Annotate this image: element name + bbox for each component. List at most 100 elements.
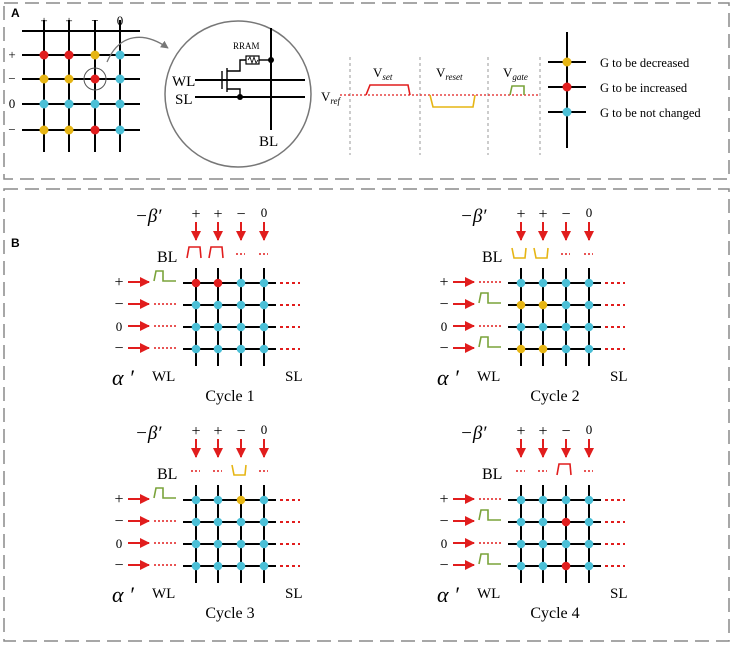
crossbar-node [39, 125, 49, 135]
column-sign: − [561, 206, 570, 223]
crossbar-node [584, 322, 594, 332]
bl-label: BL [482, 249, 502, 266]
row-sign: + [114, 274, 123, 291]
set-pulse [186, 246, 202, 259]
column-sign: + [538, 206, 547, 223]
crossbar-node [191, 517, 201, 527]
crossbar-node [538, 322, 548, 332]
row-sign: − [8, 122, 15, 137]
column-sign: + [65, 13, 72, 28]
crossbar-node [64, 74, 74, 84]
column-sign: − [91, 13, 98, 28]
zoom-connector [106, 36, 169, 63]
wl-label: WL [477, 369, 500, 385]
crossbar-node [516, 561, 526, 571]
cell-bl-label: BL [259, 134, 278, 150]
crossbar-node [259, 344, 269, 354]
row-sign: − [114, 340, 123, 357]
gate-pulse [478, 509, 501, 521]
crossbar-node [516, 539, 526, 549]
crossbar-node [213, 561, 223, 571]
crossbar-node [191, 561, 201, 571]
crossbar-node [538, 561, 548, 571]
gate-pulse [153, 487, 176, 499]
alpha-label: α ′ [437, 365, 460, 390]
crossbar-node [516, 278, 526, 288]
vref-label: V [321, 89, 331, 104]
vreset-label: V [436, 65, 446, 80]
crossbar-node [584, 344, 594, 354]
cycle-title: Cycle 1 [205, 388, 254, 405]
crossbar-node [259, 495, 269, 505]
reset-pulse [533, 247, 549, 259]
vreset-pulse [429, 94, 476, 108]
column-sign: + [213, 423, 222, 440]
crossbar-node [115, 125, 125, 135]
row-sign: − [439, 296, 448, 313]
legend: G to be decreased G to be increased G to… [548, 32, 701, 148]
sl-label: SL [610, 369, 628, 385]
crossbar-node [584, 278, 594, 288]
cycle-title: Cycle 4 [530, 605, 579, 622]
column-sign: + [191, 206, 200, 223]
row-sign: + [439, 491, 448, 508]
crossbar-node [191, 495, 201, 505]
row-sign: 0 [9, 96, 16, 111]
legend-decrease-text: G to be decreased [600, 56, 690, 70]
crossbar-node [213, 517, 223, 527]
crossbar-node [259, 561, 269, 571]
crossbar-node [259, 517, 269, 527]
alpha-label: α ′ [112, 582, 135, 607]
row-sign: 0 [441, 536, 448, 551]
beta-label: −β′ [460, 423, 487, 444]
zoom-source-circle [83, 67, 107, 91]
reset-pulse [511, 247, 527, 259]
crossbar-node [538, 278, 548, 288]
sl-label: SL [285, 586, 303, 602]
column-sign: + [538, 423, 547, 440]
cell-sl-label: SL [175, 92, 193, 108]
cycle-title: Cycle 3 [205, 605, 254, 622]
crossbar-node [561, 495, 571, 505]
wl-label: WL [152, 586, 175, 602]
row-sign: − [8, 71, 15, 86]
crossbar-node [538, 495, 548, 505]
crossbar-node [561, 278, 571, 288]
crossbar-node [39, 74, 49, 84]
vgate-sub: gate [512, 72, 528, 82]
crossbar-node [584, 300, 594, 310]
column-sign: − [561, 423, 570, 440]
crossbar-node [236, 561, 246, 571]
alpha-label: α ′ [437, 582, 460, 607]
crossbar-node [236, 344, 246, 354]
bl-label: BL [157, 249, 177, 266]
crossbar-node [90, 50, 100, 60]
reset-pulse [231, 464, 247, 476]
gate-pulse [478, 336, 501, 348]
wl-label: WL [152, 369, 175, 385]
crossbar-node [538, 517, 548, 527]
crossbar-node [259, 322, 269, 332]
sl-label: SL [610, 586, 628, 602]
vset-pulse [365, 84, 411, 96]
crossbar-node [561, 322, 571, 332]
crossbar-node [259, 539, 269, 549]
crossbar-node [213, 344, 223, 354]
column-sign: 0 [261, 205, 268, 220]
vset-sub: set [382, 72, 392, 82]
sl-label: SL [285, 369, 303, 385]
crossbar-node [236, 495, 246, 505]
legend-unchanged-marker [562, 107, 572, 117]
column-sign: + [516, 206, 525, 223]
crossbar-node [213, 322, 223, 332]
crossbar-node [584, 561, 594, 571]
column-sign: − [236, 423, 245, 440]
set-pulse [556, 463, 572, 476]
panel-a-label: A [11, 6, 20, 20]
pulse-diagram: Vref Vset Vreset Vgate [321, 57, 541, 155]
